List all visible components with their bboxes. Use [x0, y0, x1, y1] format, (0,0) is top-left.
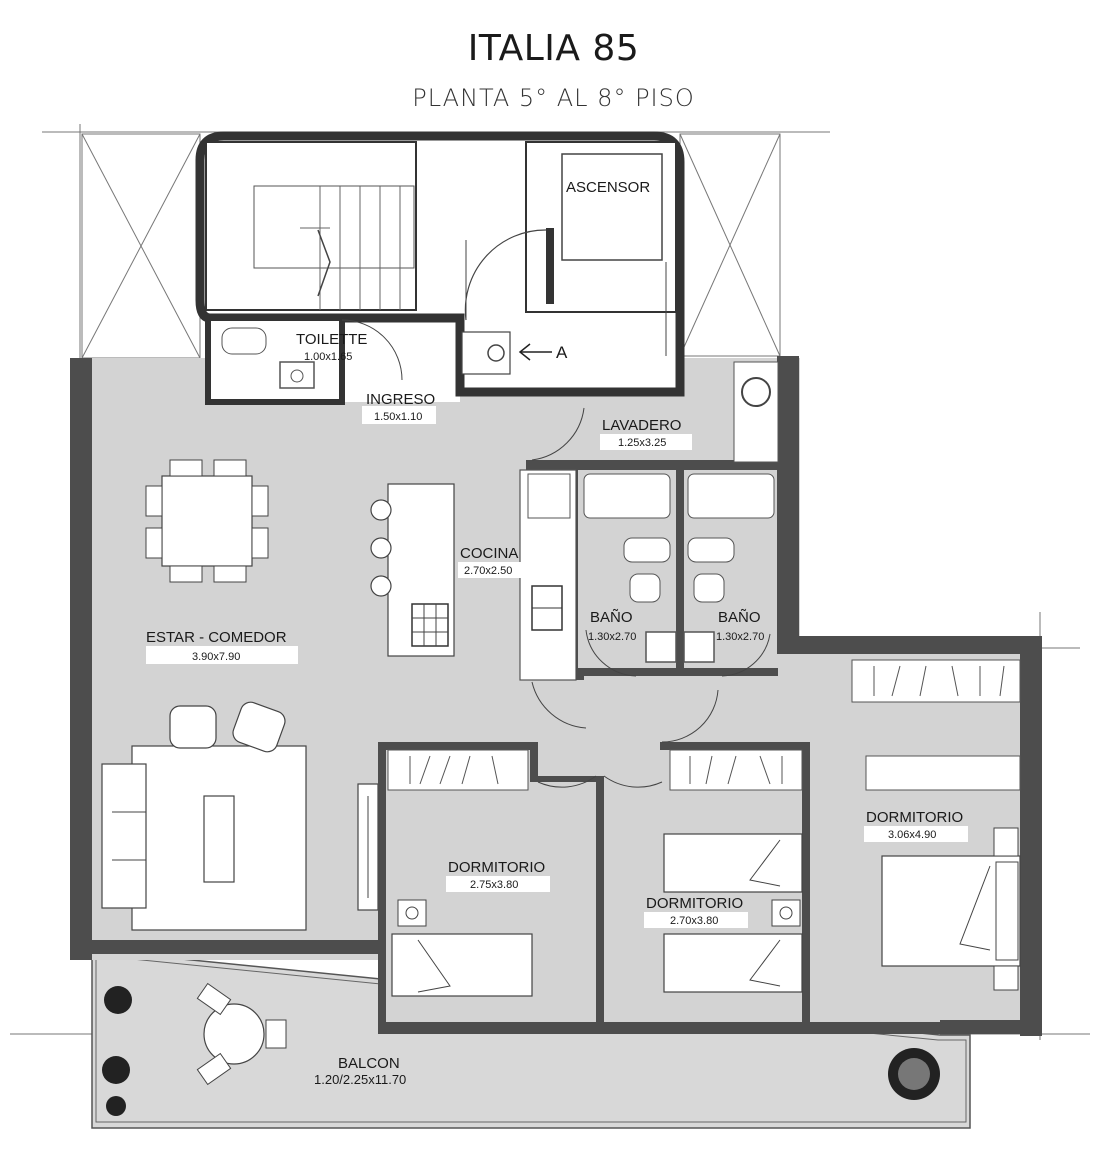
- cocina-dims: 2.70x2.50: [464, 565, 512, 577]
- toilette: [205, 315, 403, 405]
- dining-table: [145, 459, 269, 583]
- ingreso-dims: 1.50x1.10: [374, 411, 422, 423]
- plan-title: ITALIA 85: [467, 28, 640, 69]
- toilette-dims: 1.00x1.65: [304, 351, 352, 363]
- bano2-dims: 1.30x2.70: [716, 631, 764, 643]
- wardrobes: [387, 659, 1021, 791]
- outer-walls: [70, 356, 1042, 1036]
- ingreso-label: INGRESO: [366, 391, 435, 408]
- balcon-label: BALCON: [338, 1055, 400, 1072]
- dorm3-label: DORMITORIO: [866, 809, 963, 826]
- dorm3-dims: 3.06x4.90: [888, 829, 936, 841]
- estar-label: ESTAR - COMEDOR: [146, 629, 287, 646]
- void-left: [81, 133, 201, 359]
- lavadero-label: LAVADERO: [602, 417, 681, 434]
- void-right: [679, 133, 781, 357]
- plants: [102, 986, 940, 1116]
- kitchen-island: [370, 483, 455, 657]
- bathrooms: [578, 470, 778, 677]
- core: [195, 131, 685, 397]
- room-labels: TOILETTE 1.00x1.65 ASCENSOR INGRESO 1.50…: [146, 179, 968, 1087]
- wheelchair-marker: A: [461, 331, 568, 375]
- plan-subtitle: PLANTA 5° AL 8° PISO: [412, 84, 695, 112]
- dorm2-label: DORMITORIO: [646, 895, 743, 912]
- estar-dims: 3.90x7.90: [192, 651, 240, 663]
- dorm2-dims: 2.70x3.80: [670, 915, 718, 927]
- dorm1-dims: 2.75x3.80: [470, 879, 518, 891]
- balcony-furniture: [196, 982, 287, 1086]
- lavadero-dims: 1.25x3.25: [618, 437, 666, 449]
- bano1-label: BAÑO: [590, 609, 633, 626]
- beds: [391, 827, 1021, 997]
- bedroom-walls: [378, 742, 810, 1032]
- bano2-label: BAÑO: [718, 609, 761, 626]
- toilette-label: TOILETTE: [296, 331, 367, 348]
- dorm1-label: DORMITORIO: [448, 859, 545, 876]
- bano1-dims: 1.30x2.70: [588, 631, 636, 643]
- cocina-label: COCINA: [460, 545, 518, 562]
- balcon-dims: 1.20/2.25x11.70: [314, 1072, 406, 1087]
- lavadero: [526, 361, 779, 470]
- living-set: [101, 701, 379, 931]
- ascensor-label: ASCENSOR: [566, 179, 650, 196]
- marker-a-label: A: [556, 343, 568, 362]
